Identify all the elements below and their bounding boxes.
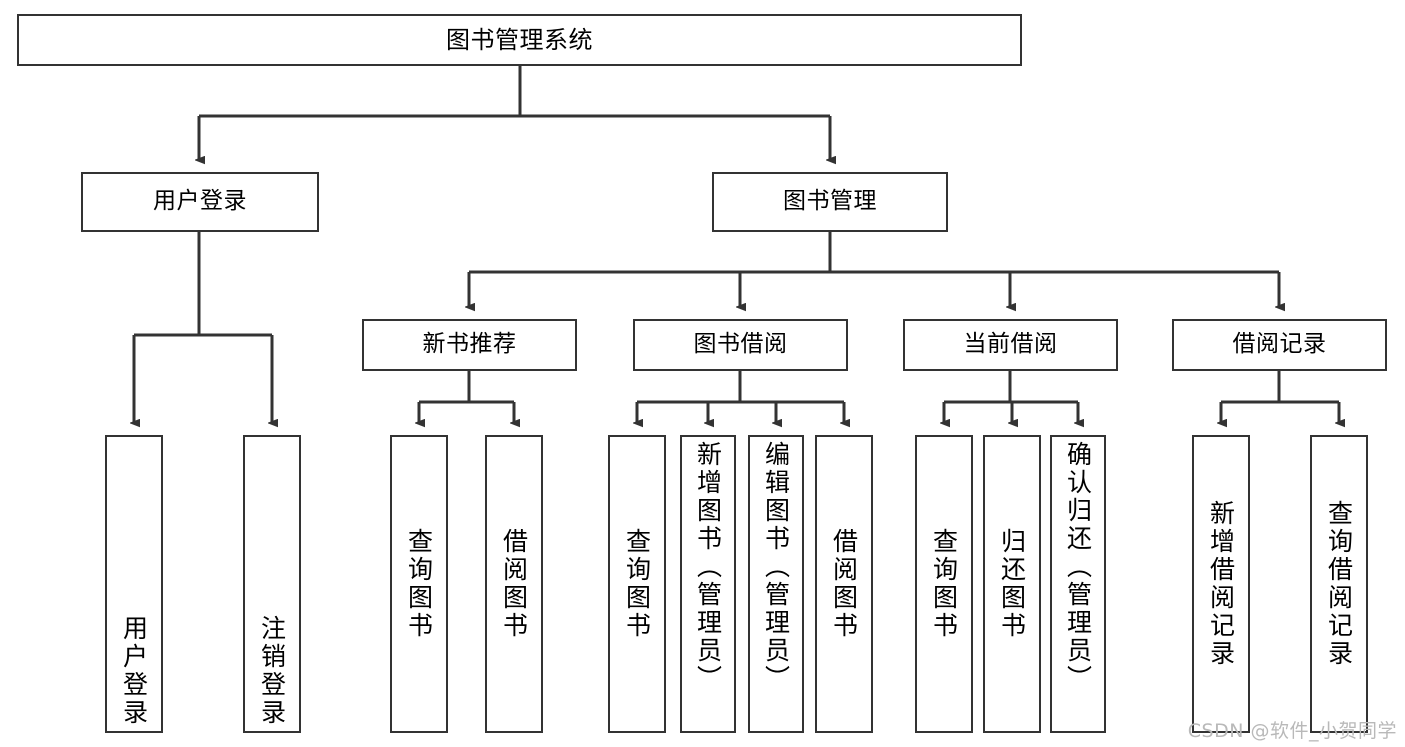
node-leaf-query-book-3[interactable]: 查询图书 (915, 435, 973, 733)
node-leaf-query-record-label: 查询借阅记录 (1324, 500, 1354, 668)
node-leaf-user-logout-label: 注销登录 (257, 615, 287, 727)
node-borrow-record-label: 借阅记录 (1232, 331, 1327, 358)
node-leaf-edit-book-label: 编辑图书（管理员） (761, 441, 791, 693)
node-user-login-label: 用户登录 (153, 188, 247, 215)
node-leaf-borrow-book-2[interactable]: 借阅图书 (815, 435, 873, 733)
node-leaf-add-book[interactable]: 新增图书（管理员） (680, 435, 736, 733)
node-root-system[interactable]: 图书管理系统 (17, 14, 1022, 66)
node-root-system-label: 图书管理系统 (446, 25, 593, 54)
node-leaf-borrow-book-1-label: 借阅图书 (499, 528, 529, 640)
node-current-borrow[interactable]: 当前借阅 (903, 319, 1118, 371)
node-current-borrow-label: 当前借阅 (963, 331, 1058, 358)
node-new-book-recommend-label: 新书推荐 (422, 331, 517, 358)
node-leaf-add-record-label: 新增借阅记录 (1206, 500, 1236, 668)
node-leaf-confirm-return[interactable]: 确认归还（管理员） (1050, 435, 1106, 733)
node-leaf-query-book-2-label: 查询图书 (622, 528, 652, 640)
node-leaf-query-record[interactable]: 查询借阅记录 (1310, 435, 1368, 733)
node-book-manage[interactable]: 图书管理 (712, 172, 948, 232)
node-leaf-user-logout[interactable]: 注销登录 (243, 435, 301, 733)
node-leaf-user-login[interactable]: 用户登录 (105, 435, 163, 733)
node-new-book-recommend[interactable]: 新书推荐 (362, 319, 577, 371)
node-leaf-query-book-2[interactable]: 查询图书 (608, 435, 666, 733)
node-leaf-query-book-1[interactable]: 查询图书 (390, 435, 448, 733)
node-user-login[interactable]: 用户登录 (81, 172, 319, 232)
node-book-borrow[interactable]: 图书借阅 (633, 319, 848, 371)
node-leaf-add-book-label: 新增图书（管理员） (693, 441, 723, 693)
node-leaf-query-book-1-label: 查询图书 (404, 528, 434, 640)
node-book-manage-label: 图书管理 (783, 188, 877, 215)
node-book-borrow-label: 图书借阅 (693, 331, 788, 358)
node-leaf-add-record[interactable]: 新增借阅记录 (1192, 435, 1250, 733)
node-leaf-return-book-label: 归还图书 (997, 528, 1027, 640)
node-leaf-query-book-3-label: 查询图书 (929, 528, 959, 640)
node-leaf-edit-book[interactable]: 编辑图书（管理员） (748, 435, 804, 733)
node-leaf-borrow-book-1[interactable]: 借阅图书 (485, 435, 543, 733)
node-borrow-record[interactable]: 借阅记录 (1172, 319, 1387, 371)
node-leaf-return-book[interactable]: 归还图书 (983, 435, 1041, 733)
csdn-watermark: CSDN @软件_小贺同学 (1187, 720, 1397, 742)
node-leaf-confirm-return-label: 确认归还（管理员） (1063, 441, 1093, 693)
node-leaf-user-login-label: 用户登录 (119, 615, 149, 727)
node-leaf-borrow-book-2-label: 借阅图书 (829, 528, 859, 640)
